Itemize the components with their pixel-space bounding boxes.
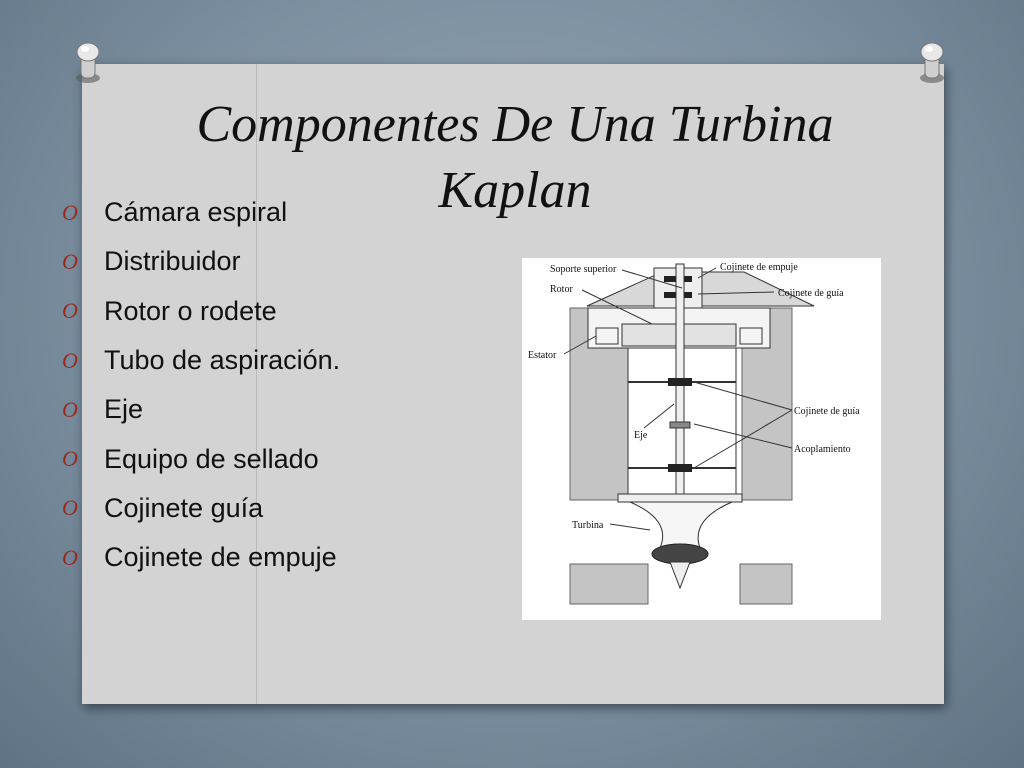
leader-lines: [563, 267, 793, 531]
runner-blades: [651, 543, 709, 565]
bullet-text: Rotor o rodete: [104, 295, 277, 326]
list-item: O Cámara espiral: [60, 188, 340, 237]
bullet-text: Eje: [104, 394, 144, 425]
bullet-marker: O: [62, 248, 78, 274]
bullet-marker: O: [62, 446, 78, 472]
guide-bearing-low: [668, 464, 692, 472]
coupling: [669, 421, 691, 429]
bullet-text: Cojinete guía: [104, 492, 264, 523]
stator-right: [739, 327, 763, 345]
bullet-marker: O: [62, 396, 78, 422]
label-cojinete-guia-top: Cojinete de guía: [778, 288, 844, 299]
pushpin-icon: [920, 42, 944, 83]
list-item: O Equipo de sellado: [60, 434, 340, 483]
bullet-list: O Cámara espiral O Distribuidor O Rotor o r…: [60, 188, 340, 582]
bullet-text: Tubo de aspiración.: [104, 345, 341, 376]
lower-left-block: [569, 563, 649, 605]
bullet-text: Distribuidor: [104, 246, 241, 277]
diagram-svg: Soporte superior Rotor Estator Eje Turbi…: [528, 262, 860, 605]
label-acoplamiento: Acoplamiento: [794, 444, 851, 455]
label-eje: Eje: [634, 430, 648, 441]
bullet-marker: O: [62, 298, 78, 324]
bullet-marker: O: [62, 544, 78, 570]
bullet-text: Equipo de sellado: [104, 443, 319, 474]
bullet-marker: O: [62, 495, 78, 521]
list-item: O Tubo de aspiración.: [60, 336, 340, 385]
runner-cone: [669, 561, 691, 590]
list-item: O Cojinete de empuje: [60, 533, 340, 582]
label-cojinete-empuje: Cojinete de empuje: [720, 262, 798, 273]
bullet-text: Cámara espiral: [104, 197, 288, 228]
lower-right-block: [739, 563, 793, 605]
bullet-text: Cojinete de empuje: [104, 542, 337, 573]
kaplan-turbine-diagram: Soporte superior Rotor Estator Eje Turbi…: [522, 258, 881, 620]
turbine-runner: [629, 501, 733, 549]
list-item: O Cojinete guía: [60, 484, 340, 533]
slide-divider-line: [256, 64, 257, 704]
slide-title: Componentes De Una Turbina Kaplan: [196, 96, 834, 219]
list-item: O Distribuidor: [60, 237, 340, 286]
label-cojinete-guia-mid: Cojinete de guía: [794, 406, 860, 417]
list-item: O Rotor o rodete: [60, 287, 340, 336]
pushpin-icon: [76, 42, 100, 83]
label-rotor: Rotor: [550, 284, 573, 295]
label-soporte-superior: Soporte superior: [550, 264, 617, 275]
turbine-plate: [617, 493, 743, 503]
label-estator: Estator: [528, 350, 557, 361]
label-turbina: Turbina: [572, 520, 604, 531]
bullet-marker: O: [62, 347, 78, 373]
list-item: O Eje: [60, 385, 340, 434]
guide-bearing-mid: [668, 378, 692, 386]
bullet-marker: O: [62, 199, 78, 225]
